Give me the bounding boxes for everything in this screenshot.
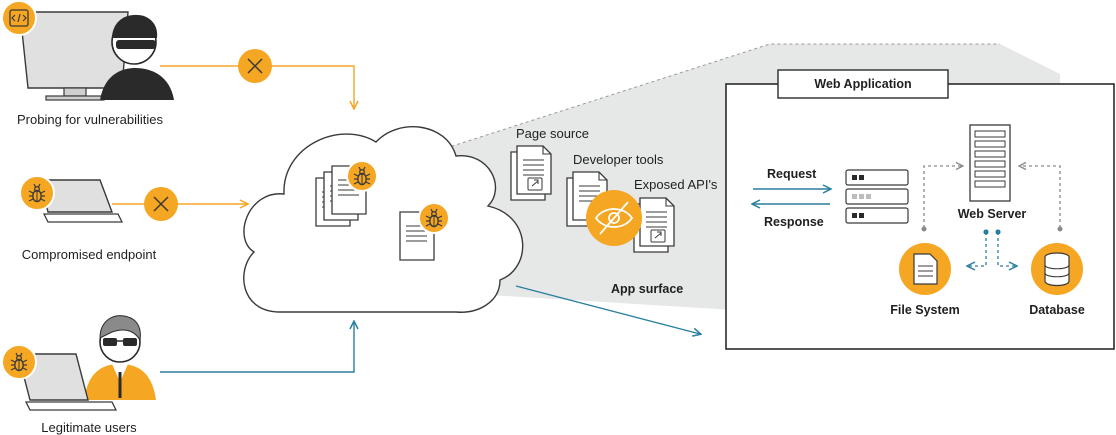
request-label: Request: [767, 167, 817, 181]
legitimate-arrow: [160, 322, 354, 373]
exposed-apis-label: Exposed API's: [634, 177, 718, 192]
page-source-label: Page source: [516, 126, 589, 141]
database-to-server-arrow: [1020, 166, 1061, 228]
bug-badge-icon: [346, 160, 378, 192]
hacker-avatar-icon: [100, 14, 174, 100]
load-balancer-icon: [845, 169, 909, 224]
developer-tools-label: Developer tools: [573, 152, 664, 167]
actor-label-legitimate: Legitimate users: [41, 420, 137, 435]
hidden-eye-icon: [586, 190, 642, 246]
app-surface-label: App surface: [611, 282, 683, 296]
user-avatar-icon: [84, 315, 156, 400]
database-icon: [1031, 243, 1083, 295]
response-label: Response: [764, 215, 824, 229]
web-application-title: Web Application: [814, 77, 911, 91]
actor-label-probing: Probing for vulnerabilities: [17, 112, 163, 127]
web-application-box: Web Application: [725, 69, 1115, 350]
actor-probing: Probing for vulnerabilities: [1, 0, 174, 127]
actor-label-compromised: Compromised endpoint: [22, 247, 157, 262]
laptop-icon: [17, 353, 118, 411]
actor-legitimate-users: Legitimate users: [1, 315, 156, 435]
cloud-to-app-arrow: [515, 285, 700, 334]
web-server-icon: [969, 124, 1011, 202]
bug-badge-icon: [418, 202, 450, 234]
database-label: Database: [1029, 303, 1085, 317]
probe-arrow: [160, 65, 354, 108]
blocked-x-icon: [144, 187, 178, 221]
page-source-document-icon: [510, 145, 552, 201]
cloud-shape: [243, 126, 524, 313]
actor-compromised-endpoint: Compromised endpoint: [19, 175, 157, 262]
file-system-label: File System: [890, 303, 959, 317]
file-system-to-server-arrow: [923, 166, 962, 228]
laptop-icon: [39, 179, 124, 223]
blocked-x-icon: [238, 49, 272, 83]
exposed-apis-document-icon: [633, 197, 675, 253]
monitor-icon: [19, 11, 129, 101]
file-system-icon: [899, 243, 951, 295]
web-server-label: Web Server: [958, 207, 1027, 221]
